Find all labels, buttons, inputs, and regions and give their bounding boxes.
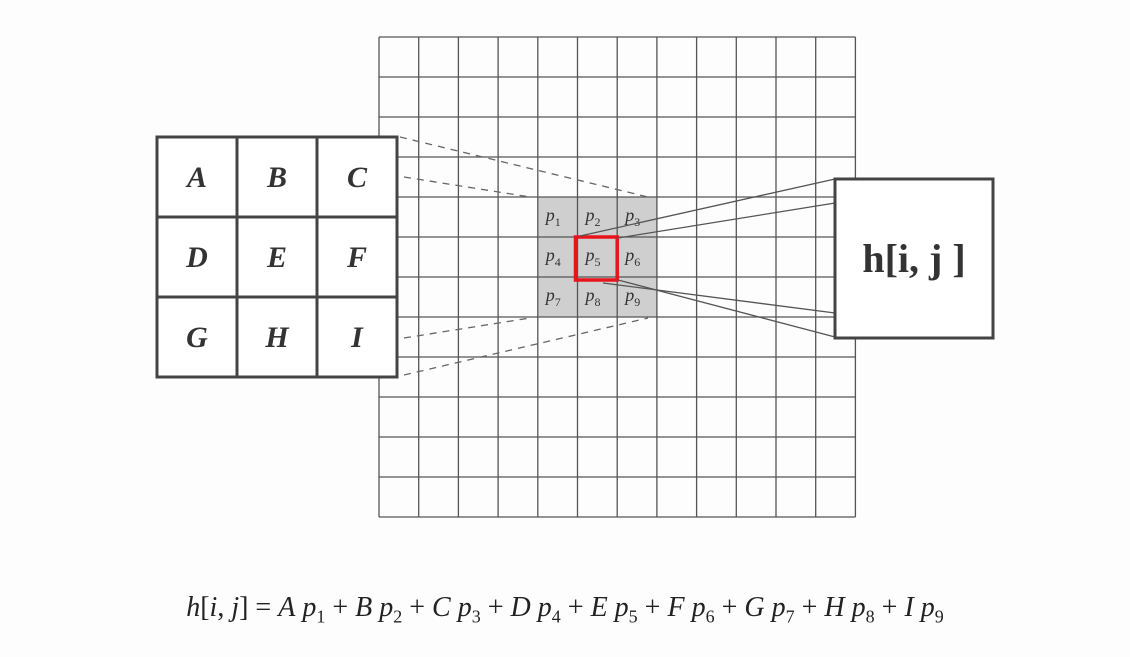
kernel-weight-G: G — [186, 321, 208, 354]
output-connector-line — [617, 202, 836, 239]
projection-dashed-line — [403, 317, 649, 376]
equation-text: h[i, j] = A p1 + B p2 + C p3 + D p4 + E … — [186, 592, 944, 627]
kernel-weight-I: I — [350, 321, 364, 354]
kernel-weight-F: F — [346, 241, 367, 274]
projection-dashed-line — [399, 136, 649, 198]
kernel-weight-B: B — [266, 161, 287, 194]
output-connector-line — [579, 178, 836, 237]
output-box — [833, 177, 995, 340]
kernel-weight-A: A — [185, 161, 207, 194]
output-connector-line — [617, 279, 836, 338]
kernel-weight-C: C — [347, 161, 368, 194]
kernel-weight-D: D — [185, 241, 208, 274]
convolution-equation: h[i, j] = A p1 + B p2 + C p3 + D p4 + E … — [0, 592, 1130, 628]
kernel-weight-H: H — [264, 321, 290, 354]
output-connector-line — [602, 282, 836, 314]
kernel-box — [155, 135, 399, 379]
output-label: h[i, j ] — [862, 236, 965, 281]
projection-dashed-line — [403, 317, 531, 339]
center-pixel-highlight — [573, 235, 619, 282]
projection-dashed-line — [403, 176, 531, 198]
kernel-weight-E: E — [266, 241, 287, 274]
patch-shading — [537, 197, 657, 317]
